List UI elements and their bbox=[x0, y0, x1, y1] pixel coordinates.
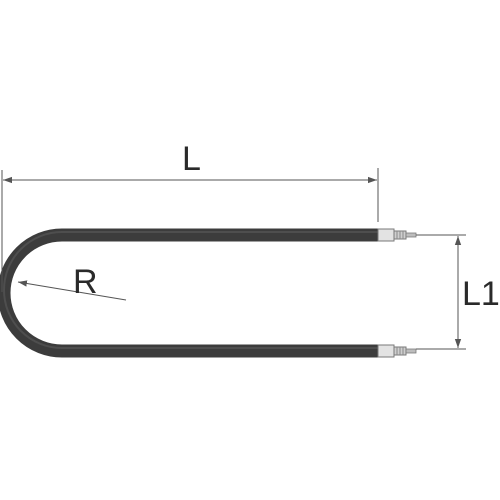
spacing-label: L1 bbox=[462, 275, 500, 313]
radius-leader bbox=[17, 280, 127, 301]
u-tube bbox=[0, 228, 378, 358]
length-dimension: L bbox=[1, 140, 379, 292]
top-terminal bbox=[377, 228, 417, 242]
bottom-terminal-pin bbox=[405, 348, 417, 354]
length-label: L bbox=[182, 140, 201, 178]
u-tube-highlight bbox=[3, 231, 378, 349]
top-terminal-sleeve bbox=[377, 228, 395, 242]
radius-dimension: R bbox=[17, 263, 127, 301]
spacing-dimension: L1 bbox=[416, 234, 500, 350]
bottom-terminal-sleeve bbox=[377, 344, 395, 358]
top-terminal-pin bbox=[405, 232, 417, 238]
bottom-terminal bbox=[377, 344, 417, 358]
radius-label: R bbox=[73, 263, 98, 301]
u-tube-body bbox=[0, 228, 378, 358]
